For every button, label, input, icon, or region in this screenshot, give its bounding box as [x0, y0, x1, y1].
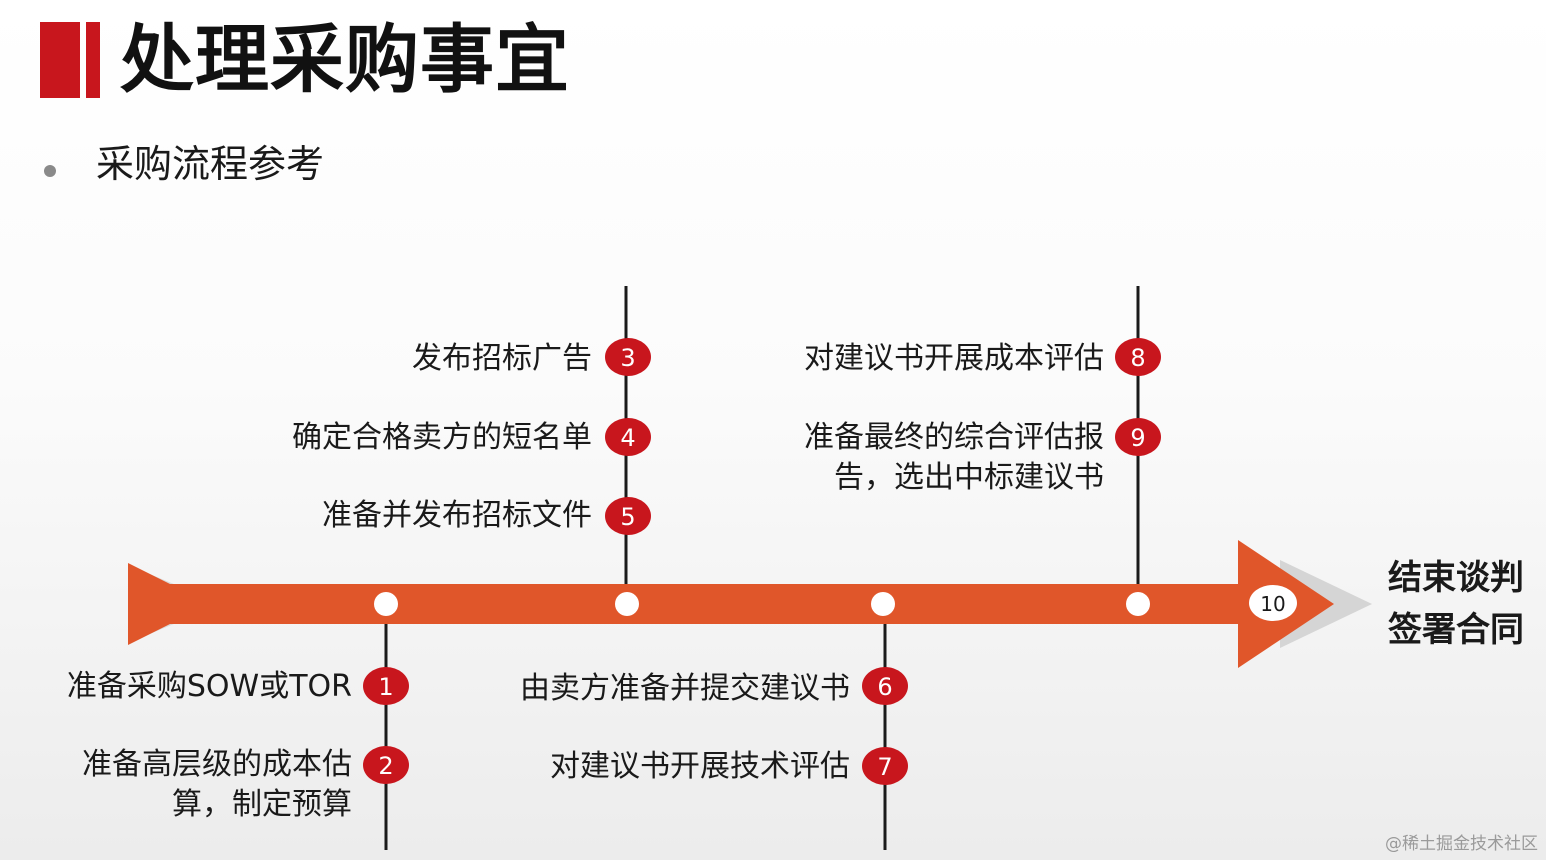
step-number-2: 2: [378, 752, 393, 780]
step-badge-6: [862, 667, 908, 705]
step-label-9: 准备最终的综合评估报 告，选出中标建议书: [804, 418, 1104, 498]
page-title: 处理采购事宜: [120, 17, 570, 103]
step-label-8: 对建议书开展成本评估: [804, 341, 1104, 376]
timeline-node: [1126, 592, 1150, 616]
step-label-2: 准备高层级的成本估 算，制定预算: [82, 745, 352, 825]
step-label-9-line1: 准备最终的综合评估报: [804, 420, 1104, 455]
step-number-7: 7: [877, 753, 892, 781]
timeline-node: [871, 592, 895, 616]
step-label-9-line2: 告，选出中标建议书: [834, 460, 1104, 495]
step-badge-2: [363, 746, 409, 784]
step-badge-3: [605, 338, 651, 376]
step-number-10: 10: [1260, 592, 1285, 616]
step-number-3: 3: [620, 344, 635, 372]
step-badge-8: [1115, 338, 1161, 376]
step-number-1: 1: [378, 673, 393, 701]
step-number-4: 4: [620, 424, 635, 452]
step-number-9: 9: [1130, 424, 1145, 452]
timeline-arrow-shaft: [150, 584, 1250, 624]
step-label-7: 对建议书开展技术评估: [550, 749, 850, 784]
step-label-4: 确定合格卖方的短名单: [292, 420, 592, 455]
step-badge-7: [862, 747, 908, 785]
step-badge-9: [1115, 418, 1161, 456]
step-label-2-line1: 准备高层级的成本估: [82, 747, 352, 782]
step-badge-1: [363, 667, 409, 705]
step-badge-5: [605, 497, 651, 535]
step-number-5: 5: [620, 503, 635, 531]
step-badge-4: [605, 418, 651, 456]
title-accent-bar-thin: [86, 22, 100, 98]
step-label-3: 发布招标广告: [412, 341, 592, 376]
end-label-line2: 签署合同: [1388, 610, 1524, 650]
step-badge-10: [1249, 585, 1297, 621]
bullet-icon: [44, 165, 56, 177]
timeline-node: [615, 592, 639, 616]
step-label-2-line2: 算，制定预算: [172, 787, 352, 822]
step-label-1: 准备采购SOW或TOR: [66, 669, 352, 704]
step-number-8: 8: [1130, 344, 1145, 372]
end-label-line1: 结束谈判: [1388, 558, 1524, 598]
title-accent-bar: [40, 22, 80, 98]
timeline-node: [374, 592, 398, 616]
source-watermark: @稀土掘金技术社区: [1385, 834, 1538, 854]
step-label-5: 准备并发布招标文件: [322, 498, 592, 533]
step-label-6: 由卖方准备并提交建议书: [520, 671, 850, 706]
step-number-6: 6: [877, 673, 892, 701]
subtitle: 采购流程参考: [96, 142, 325, 186]
